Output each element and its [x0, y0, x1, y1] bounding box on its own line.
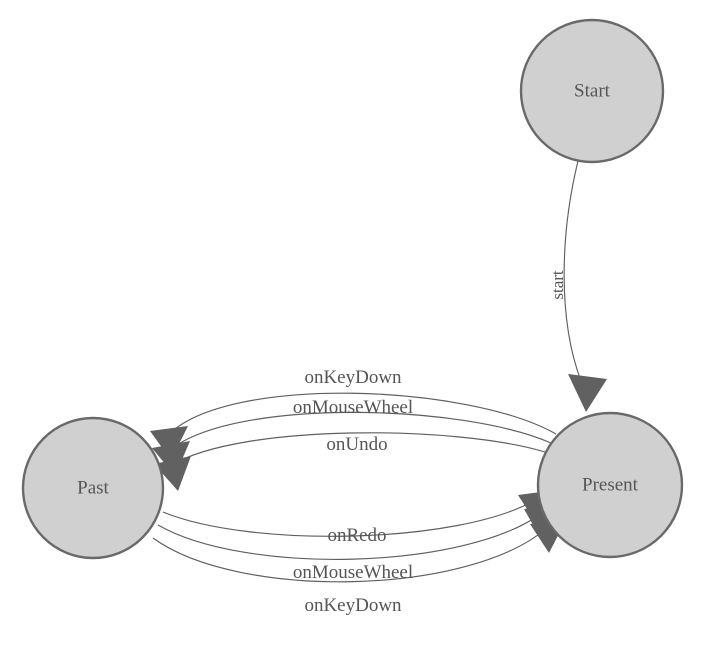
edge-start-arrowhead — [568, 374, 607, 412]
edge-onredo[interactable]: onRedo — [162, 490, 556, 546]
node-present[interactable]: Present — [536, 411, 684, 559]
edge-onkeydown-up-arrowhead — [150, 426, 188, 460]
edge-onredo-label: onRedo — [327, 525, 386, 546]
edge-onmousewheel-dn-path — [157, 512, 543, 560]
node-start-label: Start — [574, 80, 611, 101]
edge-onkeydown-dn-path — [152, 526, 549, 583]
edge-onmousewheel-dn-label: onMouseWheel — [293, 562, 413, 583]
edge-onkeydown-up[interactable]: onKeyDown — [150, 367, 557, 460]
edge-onkeydown-up-path — [167, 392, 557, 436]
node-past[interactable]: Past — [21, 416, 165, 560]
edge-onmousewheel-up-arrowhead — [152, 441, 190, 476]
node-start[interactable]: Start — [519, 18, 665, 164]
edge-onredo-path — [162, 499, 536, 537]
edge-onmousewheel-up-path — [169, 411, 552, 451]
node-start-circle — [519, 18, 665, 164]
node-past-label: Past — [77, 477, 109, 498]
edge-start-label: start — [548, 270, 567, 300]
edge-onkeydown-dn-label: onKeyDown — [304, 595, 402, 616]
edge-onmousewheel-up-label: onMouseWheel — [293, 397, 413, 418]
node-present-circle — [536, 411, 684, 559]
node-present-label: Present — [582, 474, 639, 495]
edge-onkeydown-up-label: onKeyDown — [304, 367, 402, 388]
edge-start-path — [563, 160, 582, 382]
edge-onmousewheel-up[interactable]: onMouseWheel — [152, 397, 552, 476]
edge-onundo-arrowhead — [154, 456, 191, 491]
node-past-circle — [21, 416, 165, 560]
edge-onundo-path — [171, 432, 546, 466]
edge-onundo-label: onUndo — [326, 434, 387, 455]
edge-start[interactable]: start — [548, 160, 607, 412]
edge-onundo[interactable]: onUndo — [154, 432, 546, 491]
